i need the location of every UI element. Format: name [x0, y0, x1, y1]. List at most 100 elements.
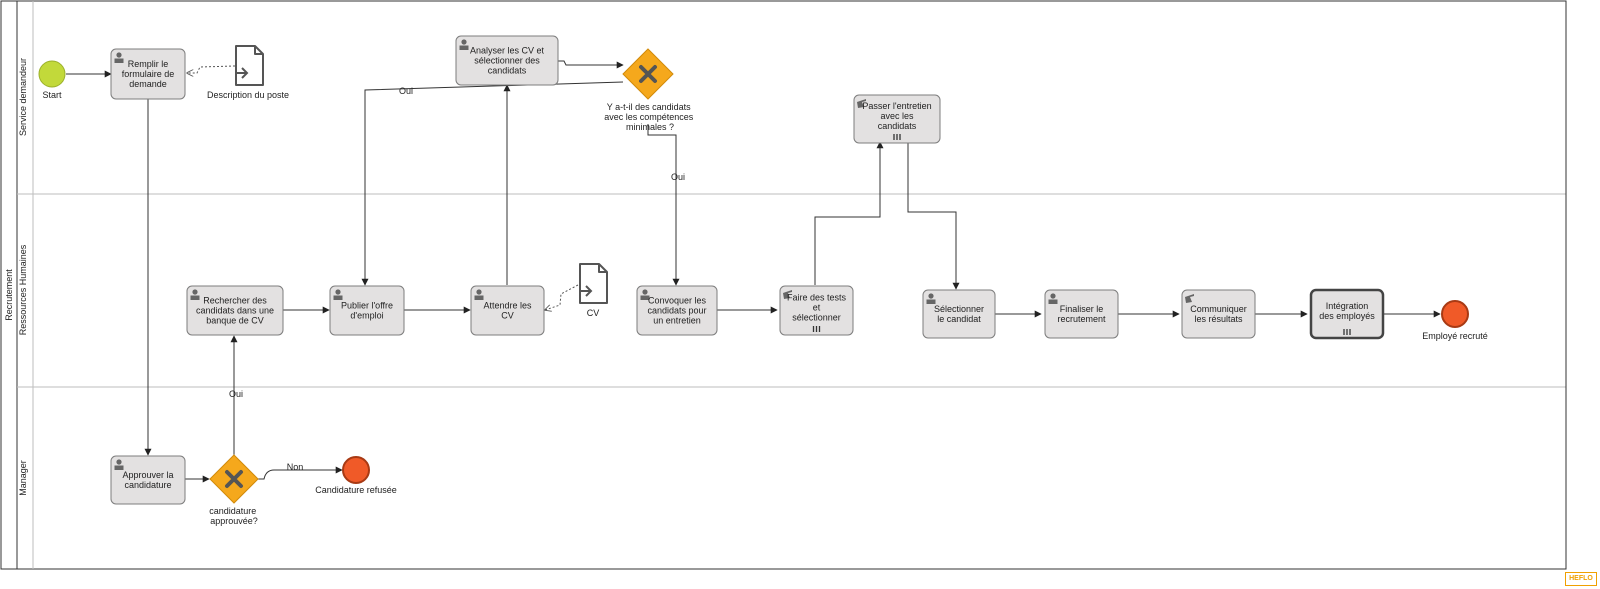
user-icon [640, 289, 650, 300]
multi-instance-marker-icon [1343, 329, 1351, 335]
x-mark-icon [639, 65, 657, 83]
start-event-circle [38, 60, 66, 88]
gateway-candidats[interactable]: Y a-t-il des candidats avec les compéten… [604, 48, 696, 132]
flow-gateway-refus [258, 466, 343, 480]
task-passer-box [853, 94, 941, 144]
start-event[interactable]: Start [38, 60, 66, 100]
lane-title-manager: Manager [18, 460, 28, 496]
task-convoquer-box [636, 285, 718, 336]
hand-icon [783, 290, 792, 299]
document-icon [235, 45, 264, 86]
document-description[interactable]: Description du poste [207, 45, 289, 100]
task-tests-box [779, 285, 854, 336]
task-integration-box [1309, 288, 1385, 340]
task-finaliser-box [1044, 289, 1119, 339]
gateway-approuvee[interactable]: candidature approuvée? [209, 454, 259, 526]
end-event-hired-circle [1441, 300, 1469, 328]
flow-analyser-gateway [558, 60, 624, 69]
association-description [187, 65, 236, 73]
x-mark-icon [225, 470, 243, 488]
user-icon [926, 293, 936, 304]
heflo-logo: HEFLO [1565, 572, 1597, 586]
user-icon [190, 289, 200, 300]
pool: Recrutement Service demandeur Ressources… [0, 0, 1567, 570]
user-icon [333, 289, 343, 300]
associations [187, 65, 579, 310]
end-event-hired[interactable]: Employé recruté [1422, 300, 1488, 341]
hand-icon [857, 99, 866, 108]
task-analyser-box [455, 35, 559, 86]
pool-title: Recrutement [4, 269, 14, 321]
multi-instance-marker-icon [812, 326, 821, 332]
gateway-approuvee-label: candidature approuvée? [209, 506, 259, 526]
flow-tests-passer [814, 141, 884, 285]
task-remplir-box [110, 48, 186, 100]
flow-gateway-convoquer [647, 124, 680, 286]
task-communiquer-box [1181, 289, 1256, 339]
flow-label-non-refus: Non [287, 462, 304, 472]
task-approuver-box [110, 455, 186, 505]
document-icon [579, 263, 608, 304]
end-event-refused[interactable]: Candidature refusée [315, 456, 397, 495]
end-event-refused-label: Candidature refusée [315, 485, 397, 495]
end-event-refused-circle [342, 456, 370, 484]
lane-title-ressources-humaines: Ressources Humaines [18, 244, 28, 335]
gateway-candidats-label: Y a-t-il des candidats avec les compéten… [604, 102, 696, 132]
user-icon [114, 459, 124, 470]
user-icon [474, 289, 484, 300]
multi-instance-marker-icon [893, 134, 901, 140]
end-event-hired-label: Employé recruté [1422, 331, 1488, 341]
association-cv [545, 284, 579, 310]
task-attendre-box [470, 285, 545, 336]
user-icon [459, 39, 469, 50]
task-publier-box [329, 285, 405, 336]
task-selectionner-box [922, 289, 996, 339]
arrow-right-icon [581, 285, 593, 297]
document-cv[interactable]: CV [579, 263, 608, 318]
hand-icon [1185, 294, 1194, 303]
flow-label-oui-convoquer: Oui [671, 172, 685, 182]
user-icon [1048, 293, 1058, 304]
flow-labels: Oui Oui Oui Non [229, 86, 685, 472]
user-icon [114, 52, 124, 63]
sequence-flows [66, 60, 1441, 483]
task-rechercher-box [186, 285, 284, 336]
flow-gateway-publier [361, 81, 624, 286]
flow-passer-selectionner [907, 142, 960, 290]
start-event-label: Start [42, 90, 62, 100]
document-cv-label: CV [587, 308, 600, 318]
arrow-right-icon [237, 67, 249, 79]
lane-title-service-demandeur: Service demandeur [18, 58, 28, 136]
document-description-label: Description du poste [207, 90, 289, 100]
flow-label-oui-rechercher: Oui [229, 389, 243, 399]
flow-label-oui-publier: Oui [399, 86, 413, 96]
